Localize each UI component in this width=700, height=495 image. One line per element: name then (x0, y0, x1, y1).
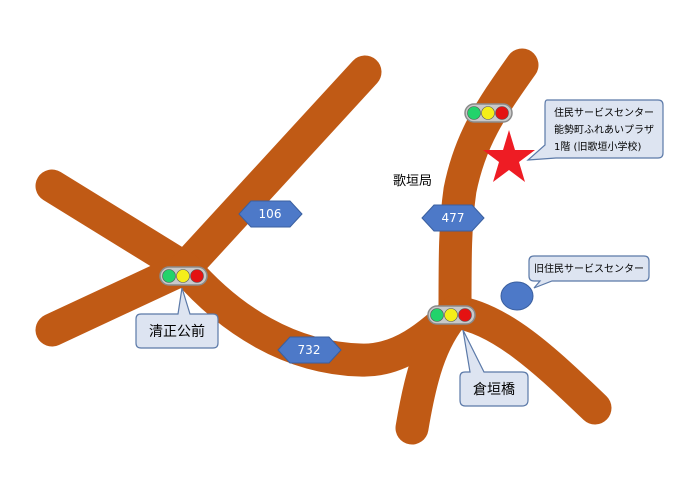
callout-kuragaki-bashi-text: 倉垣橋 (473, 382, 515, 398)
road-route-477 (438, 48, 539, 329)
callout-service-center: 住民サービスセンター 能勢町ふれあいプラザ 1階 (旧歌垣小学校) (526, 99, 664, 161)
utagaki-post-label: 歌垣局 (393, 174, 432, 189)
callout-seisho-koumae: 清正公前 (135, 287, 219, 349)
road-northeast-diagonal (35, 55, 382, 285)
callout-service-center-line1: 住民サービスセンター (554, 106, 654, 119)
traffic-light-icon (427, 305, 476, 325)
callout-old-service-center: 旧住民サービスセンター (528, 255, 650, 289)
route-477-label: 477 (442, 211, 465, 225)
traffic-light-icon (464, 103, 513, 123)
callout-service-center-line2: 能勢町ふれあいプラザ (554, 123, 654, 136)
circle-marker-icon (500, 281, 534, 311)
callout-seisho-koumae-text: 清正公前 (149, 323, 205, 340)
route-732-label: 732 (298, 343, 321, 357)
traffic-light-icon (159, 266, 208, 286)
route-marker-477: 477 (421, 204, 485, 232)
callout-old-service-center-text: 旧住民サービスセンター (534, 262, 644, 275)
callout-kuragaki-bashi: 倉垣橋 (459, 329, 529, 407)
callout-service-center-line3: 1階 (旧歌垣小学校) (554, 140, 641, 153)
star-icon (483, 130, 535, 182)
route-marker-106: 106 (238, 200, 303, 228)
route-marker-732: 732 (277, 336, 342, 364)
route-106-label: 106 (259, 207, 282, 221)
